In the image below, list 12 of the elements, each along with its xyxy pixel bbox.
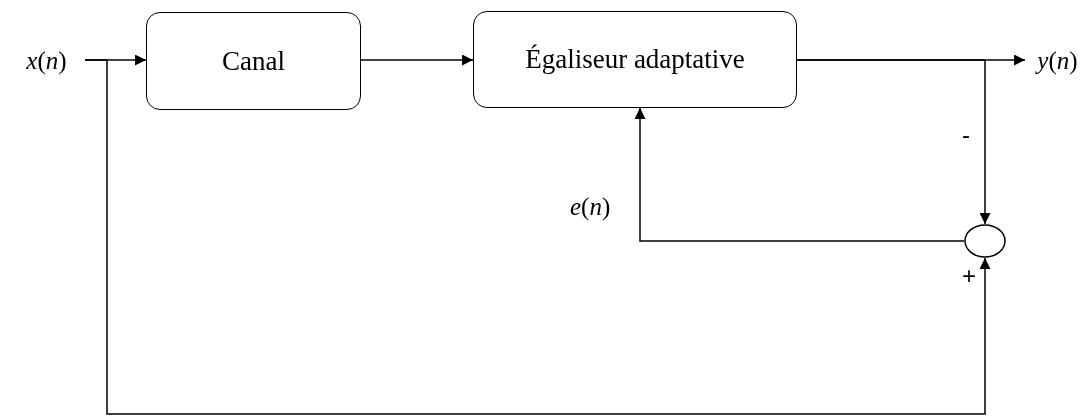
summing-junction [964, 224, 1006, 258]
arrow [84, 59, 991, 415]
arrow [360, 54, 474, 66]
arrow [634, 107, 965, 242]
process-box [146, 12, 361, 110]
box-label: Canal [222, 45, 285, 77]
process-box [473, 11, 797, 108]
signal-label: y(n) [1037, 47, 1078, 75]
edge-label: e(n) [570, 194, 611, 219]
signal-label: x(n) [26, 47, 67, 75]
arrow [796, 59, 991, 225]
box-label: Égaliseur adaptative [525, 44, 745, 75]
